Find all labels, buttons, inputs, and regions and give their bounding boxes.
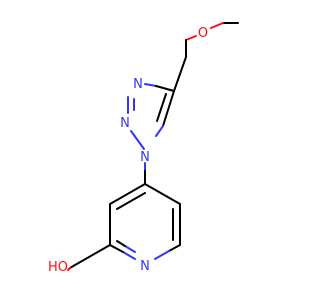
- bond-c6-npy: [168, 244, 181, 252]
- bond-c6-npy-half: [154, 250, 170, 260]
- bond-o-methyl-half: [210, 22, 224, 29]
- bond-npy-c2-inner: [116, 240, 126, 247]
- molecule-structure: O N N N N HO: [48, 22, 239, 275]
- hydroxyl-label: HO: [48, 260, 68, 275]
- bond-n3-c4-half: [144, 83, 157, 87]
- oxygen-methoxy-label: O: [198, 26, 208, 41]
- bond-ch2-o-half: [67, 267, 71, 271]
- bond-c5-n1-half: [155, 125, 164, 137]
- bond-c3-c4py-outer: [109, 183, 146, 205]
- bond-ch2-c4: [173, 56, 187, 92]
- bond-c4-n3-carbon: [155, 85, 175, 92]
- bond-npy-c2: [109, 244, 124, 253]
- nitrogen-n2-label: N: [120, 116, 130, 131]
- nitrogen-pyridine-label: N: [140, 259, 150, 274]
- nitrogen-n1-label: N: [140, 150, 150, 165]
- nitrogen-n3-label: N: [133, 77, 143, 92]
- bond-c4-c5-outer: [162, 90, 175, 127]
- bond-c4-c5-inner: [156, 93, 167, 122]
- bond-n1-n2: [130, 130, 145, 150]
- bond-c2-ch2: [74, 244, 111, 266]
- bond-npy-c2-inner-half: [124, 245, 136, 253]
- bond-npy-c2-half: [122, 251, 136, 260]
- bond-c3-c4py-inner: [116, 192, 146, 210]
- bond-o-ch2-half: [185, 35, 197, 41]
- bond-c4-c5py: [144, 183, 181, 205]
